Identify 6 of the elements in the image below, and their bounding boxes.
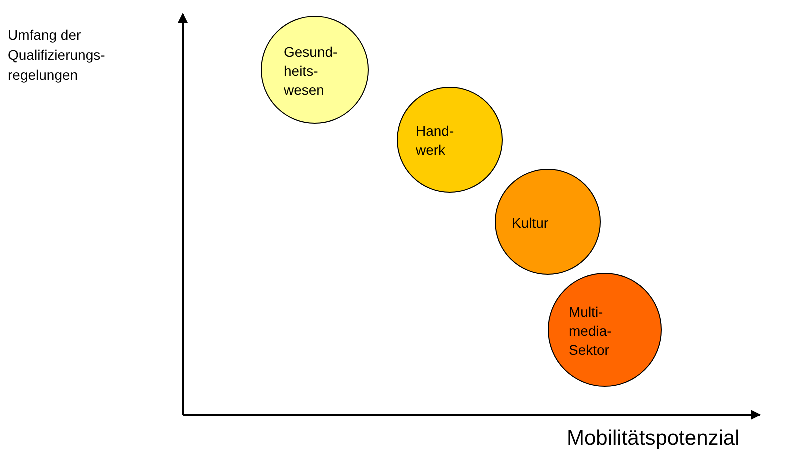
axis-title: Umfang der Qualifizierungs- regelungen [8, 26, 106, 85]
circle-label: Hand- werk [416, 122, 456, 160]
circle-label: Multi- media- Sektor [569, 302, 613, 360]
circle-label: Gesund- heits- wesen [284, 42, 339, 100]
circle-label: Kultur [512, 214, 550, 232]
axis-title: Mobilitätspotenzial [567, 426, 741, 452]
